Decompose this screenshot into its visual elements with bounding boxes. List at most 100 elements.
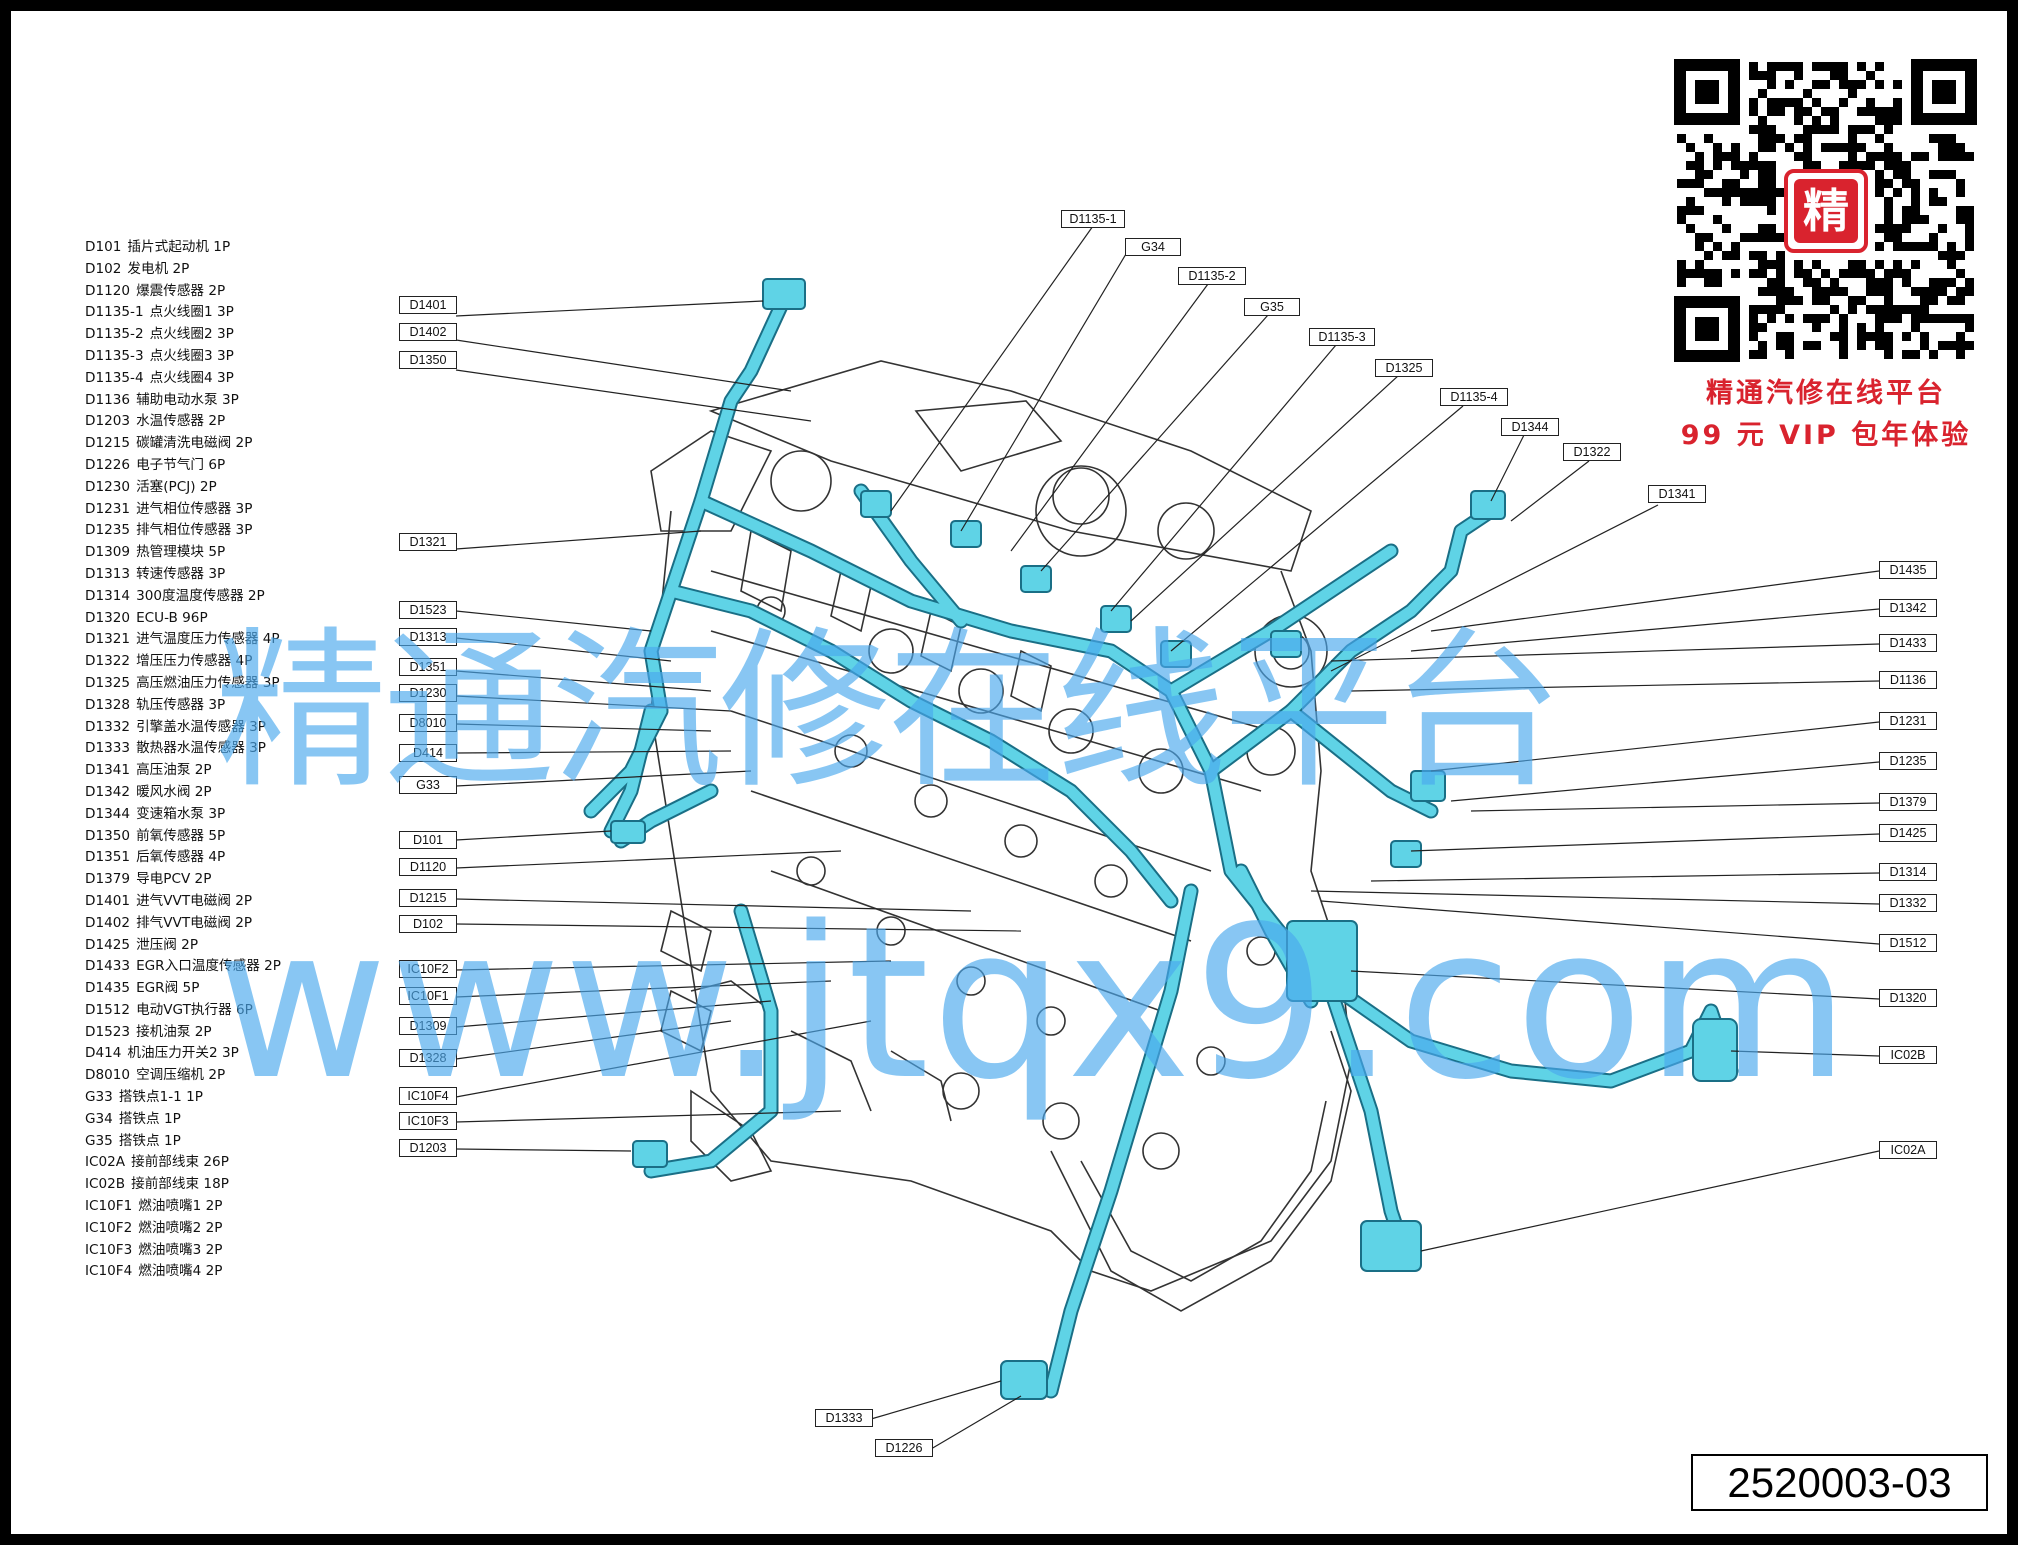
legend-desc: 燃油喷嘴3 2P — [138, 1241, 223, 1258]
legend-code: D1313 — [85, 565, 131, 582]
callout-d1135-2: D1135-2 — [1178, 267, 1246, 285]
callout-d1328: D1328 — [399, 1049, 457, 1067]
callout-g33: G33 — [399, 776, 457, 794]
callout-d1433: D1433 — [1879, 634, 1937, 652]
callout-d1135-1: D1135-1 — [1061, 210, 1125, 228]
legend-code: D414 — [85, 1045, 122, 1062]
legend-desc: 碳罐清洗电磁阀 2P — [136, 435, 253, 452]
callout-ic10f1: IC10F1 — [399, 987, 457, 1005]
callout-d1135-3: D1135-3 — [1309, 328, 1375, 346]
legend-code: D1136 — [85, 391, 131, 408]
legend-code: D1231 — [85, 500, 131, 517]
legend-desc: 排气VVT电磁阀 2P — [136, 914, 253, 931]
callout-g34: G34 — [1125, 238, 1181, 256]
legend-code: D1325 — [85, 674, 131, 691]
legend-code: D1512 — [85, 1001, 131, 1018]
promo-platform: 精通汽修在线平台 — [1706, 378, 1946, 409]
engine-block-outline — [650, 360, 1352, 1312]
legend-desc: 散热器水温传感器 3P — [136, 740, 266, 757]
legend-code: D1402 — [85, 914, 131, 931]
legend-desc: 前氧传感器 5P — [136, 827, 226, 844]
legend-code: D1435 — [85, 980, 131, 997]
legend-desc: 燃油喷嘴1 2P — [138, 1198, 223, 1215]
legend-desc: 搭铁点1-1 1P — [118, 1089, 203, 1106]
callout-leader-lines — [455, 225, 1880, 1450]
callout-d1333: D1333 — [815, 1409, 873, 1427]
legend-item: G34 搭铁点 1P — [85, 1109, 405, 1131]
legend-desc: 爆震传感器 2P — [136, 282, 226, 299]
legend-desc: 点火线圈2 3P — [149, 326, 234, 343]
legend-desc: 高压油泵 2P — [136, 762, 212, 779]
legend-desc: 辅助电动水泵 3P — [136, 391, 239, 408]
callout-d1314: D1314 — [1879, 863, 1937, 881]
legend-code: D1230 — [85, 478, 131, 495]
callout-ic10f4: IC10F4 — [399, 1087, 457, 1105]
callout-ic02b: IC02B — [1879, 1046, 1937, 1064]
legend-code: G33 — [85, 1089, 113, 1106]
legend-code: D1322 — [85, 653, 131, 670]
callout-d8010: D8010 — [399, 714, 457, 732]
callout-ic02a: IC02A — [1879, 1141, 1937, 1159]
legend-code: D1120 — [85, 282, 131, 299]
legend-desc: 接前部线束 26P — [131, 1154, 229, 1171]
legend-desc: 排气相位传感器 3P — [136, 522, 253, 539]
legend-desc: 后氧传感器 4P — [136, 849, 226, 866]
promo-offer: 99 元 VIP 包年体验 — [1680, 420, 1972, 451]
callout-d1401: D1401 — [399, 296, 457, 314]
legend-desc: 搭铁点 1P — [118, 1132, 181, 1149]
legend-desc: 插片式起动机 1P — [127, 239, 231, 255]
legend-code: D1425 — [85, 936, 131, 953]
callout-d1322: D1322 — [1563, 443, 1621, 461]
legend-code: D1135-1 — [85, 304, 144, 321]
callout-d1342: D1342 — [1879, 599, 1937, 617]
legend-item: D1230 活塞(PCJ) 2P — [85, 477, 405, 499]
callout-d1313: D1313 — [399, 628, 457, 646]
callout-d1512: D1512 — [1879, 934, 1937, 952]
legend-desc: 搭铁点 1P — [118, 1110, 181, 1127]
legend-desc: 发电机 2P — [127, 260, 190, 277]
document-number: 2520003-03 — [1691, 1454, 1988, 1511]
legend-code: D1342 — [85, 783, 131, 800]
callout-d1226: D1226 — [875, 1439, 933, 1457]
legend-desc: EGR入口温度传感器 2P — [136, 958, 281, 975]
legend-code: D1379 — [85, 871, 131, 888]
legend-item: D1402 排气VVT电磁阀 2P — [85, 913, 405, 935]
legend-desc: 空调压缩机 2P — [136, 1067, 226, 1084]
legend-desc: 燃油喷嘴2 2P — [138, 1219, 223, 1236]
legend-code: D101 — [85, 239, 122, 255]
legend-code: D1351 — [85, 849, 131, 866]
legend-desc: 泄压阀 2P — [136, 936, 199, 953]
legend-item: D1136 辅助电动水泵 3P — [85, 390, 405, 412]
legend-desc: 接前部线束 18P — [131, 1176, 229, 1193]
legend-desc: 活塞(PCJ) 2P — [136, 478, 217, 495]
legend-code: D102 — [85, 260, 122, 277]
legend-code: G34 — [85, 1110, 113, 1127]
callout-d1523: D1523 — [399, 601, 457, 619]
legend-desc: 点火线圈1 3P — [149, 304, 234, 321]
legend-desc: 点火线圈3 3P — [149, 347, 234, 364]
legend-desc: 变速箱水泵 3P — [136, 805, 226, 822]
legend-item: D1120 爆震传感器 2P — [85, 281, 405, 303]
callout-d1230: D1230 — [399, 684, 457, 702]
legend-desc: EGR阀 5P — [136, 980, 200, 997]
callout-d1309: D1309 — [399, 1017, 457, 1035]
callout-d414: D414 — [399, 744, 457, 762]
legend-item: D1231 进气相位传感器 3P — [85, 499, 405, 521]
legend-item: D101 插片式起动机 1P — [85, 237, 405, 259]
legend-desc: 进气相位传感器 3P — [136, 500, 253, 517]
